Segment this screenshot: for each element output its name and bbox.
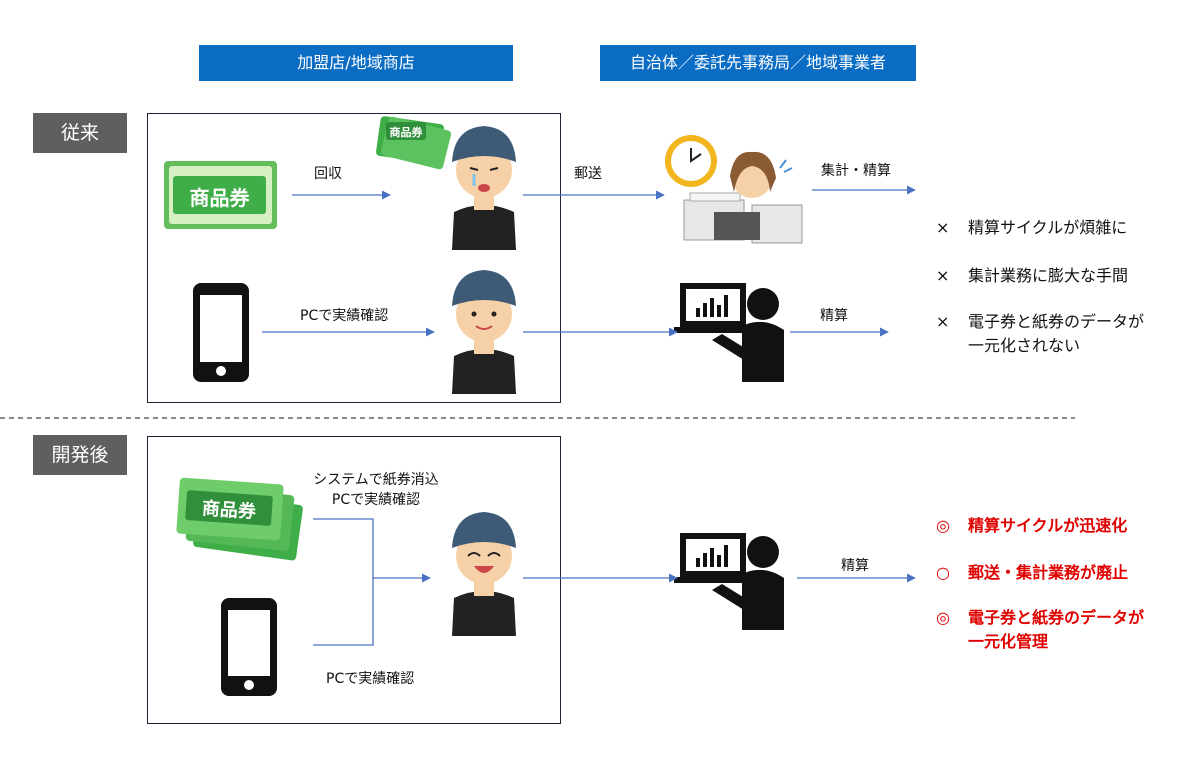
label-mail: 郵送 bbox=[574, 166, 602, 182]
label-pc-check-after: PCで実績確認 bbox=[326, 671, 415, 687]
store-box-after bbox=[147, 436, 561, 724]
smartphone-icon-after bbox=[221, 598, 277, 696]
label-settle: 精算 bbox=[820, 308, 848, 324]
label-collect: 回収 bbox=[314, 166, 342, 182]
busy-office-worker-icon bbox=[683, 151, 803, 244]
happy-worker-icon bbox=[452, 512, 516, 636]
cross-mark: × bbox=[936, 312, 950, 331]
before-point-3: ×電子券と紙券のデータが 一元化されない bbox=[936, 312, 1145, 355]
double-circle-mark: ◎ bbox=[936, 608, 950, 627]
cross-mark: × bbox=[936, 266, 950, 285]
store-box-before bbox=[147, 113, 561, 403]
section-tag-after: 開発後 bbox=[33, 435, 127, 475]
before-point-2: ×集計業務に膨大な手間 bbox=[936, 266, 1129, 285]
smartphone-icon bbox=[193, 283, 249, 382]
double-circle-mark: ◎ bbox=[936, 516, 950, 535]
header-store: 加盟店/地域商店 bbox=[199, 45, 513, 81]
label-system-line2: PCで実績確認 bbox=[331, 492, 421, 508]
before-point-1: ×精算サイクルが煩雑に bbox=[936, 218, 1128, 237]
label-settle-after: 精算 bbox=[841, 558, 869, 574]
header-municipality: 自治体／委託先事務局／地域事業者 bbox=[600, 45, 916, 81]
laptop-user-icon-after bbox=[674, 533, 784, 630]
worker-icon bbox=[452, 270, 516, 394]
voucher-label: 商品券 bbox=[189, 186, 250, 210]
label-pc-check: PCで実績確認 bbox=[300, 308, 389, 324]
section-tag-before: 従来 bbox=[33, 113, 127, 153]
after-point-3: ◎電子券と紙券のデータが 一元化管理 bbox=[936, 608, 1145, 651]
voucher-label-small: 商品券 bbox=[389, 126, 423, 139]
laptop-user-icon bbox=[674, 283, 784, 382]
after-point-1: ◎精算サイクルが迅速化 bbox=[936, 516, 1128, 535]
clock-icon bbox=[665, 135, 717, 187]
label-system-line1: システムで紙券消込 bbox=[313, 472, 439, 488]
cross-mark: × bbox=[936, 218, 950, 237]
after-point-2: ○郵送・集計業務が廃止 bbox=[936, 563, 1129, 582]
sad-worker-icon bbox=[376, 116, 516, 250]
label-tally-settle: 集計・精算 bbox=[821, 163, 891, 179]
circle-mark: ○ bbox=[936, 563, 950, 582]
voucher-stack-icon bbox=[176, 477, 303, 561]
voucher-ticket-icon bbox=[164, 161, 277, 229]
